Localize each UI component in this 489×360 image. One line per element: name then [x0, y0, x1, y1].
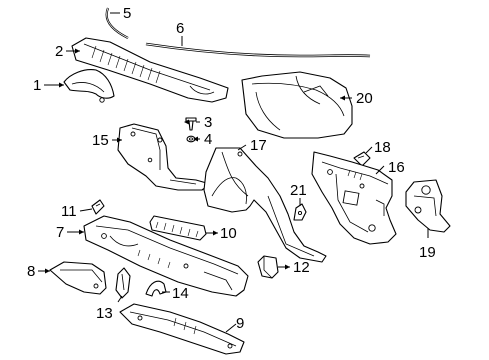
leader-16: [375, 165, 385, 175]
callout-11: 11: [61, 203, 77, 220]
leader-13: [117, 295, 123, 303]
callout-5: 5: [123, 5, 131, 22]
callout-2: 2: [55, 43, 63, 60]
part-19-side-bracket: [405, 179, 451, 233]
callout-labels: 1 2 3 4 5 6 7 8 9 10 11 12 13 14 15 16 1…: [27, 5, 436, 332]
part-8-duct-end: [49, 261, 107, 295]
callout-10: 10: [220, 225, 237, 242]
callout-19: 19: [419, 244, 436, 261]
part-1-end-cap: [63, 69, 115, 103]
part-12-block: [257, 255, 279, 279]
part-10-cover-plate: [149, 215, 207, 241]
part-9-lower-duct: [119, 303, 245, 355]
callout-8: 8: [27, 263, 35, 280]
callout-15: 15: [92, 132, 109, 149]
callout-16: 16: [388, 159, 405, 176]
callout-12: 12: [293, 259, 310, 276]
callout-21: 21: [290, 182, 307, 199]
part-14-arched-clip: [145, 280, 167, 297]
part-3-fastener: [185, 117, 197, 131]
callout-1: 1: [33, 77, 41, 94]
part-6-seal-strip: [145, 42, 371, 58]
part-5-weatherstrip: [105, 7, 129, 39]
part-13-bracket: [115, 267, 131, 299]
callout-9: 9: [236, 315, 244, 332]
part-16-dash-panel: [311, 151, 397, 245]
callout-6: 6: [176, 20, 184, 37]
callout-7: 7: [56, 224, 64, 241]
callout-13: 13: [96, 305, 113, 322]
part-7-plenum: [83, 215, 249, 297]
leader-arrowheads: [45, 48, 345, 274]
part-2-cowl-grille: [71, 37, 229, 103]
part-17-wheelhouse-panel: [203, 147, 327, 263]
part-21-bracket: [293, 203, 307, 221]
leader-9: [225, 323, 237, 333]
part-18-clip: [353, 151, 371, 167]
leader-18: [365, 146, 373, 154]
part-15-side-panel: [117, 123, 211, 191]
callout-14: 14: [172, 285, 189, 302]
callout-17: 17: [250, 137, 267, 154]
callout-3: 3: [204, 114, 212, 131]
callout-18: 18: [374, 139, 391, 156]
part-11-bracket: [91, 199, 105, 215]
callout-20: 20: [356, 90, 373, 107]
leader-17: [237, 144, 247, 151]
leader-11: [79, 208, 93, 212]
part-20-insulator: [241, 71, 353, 139]
callout-4: 4: [204, 131, 212, 148]
